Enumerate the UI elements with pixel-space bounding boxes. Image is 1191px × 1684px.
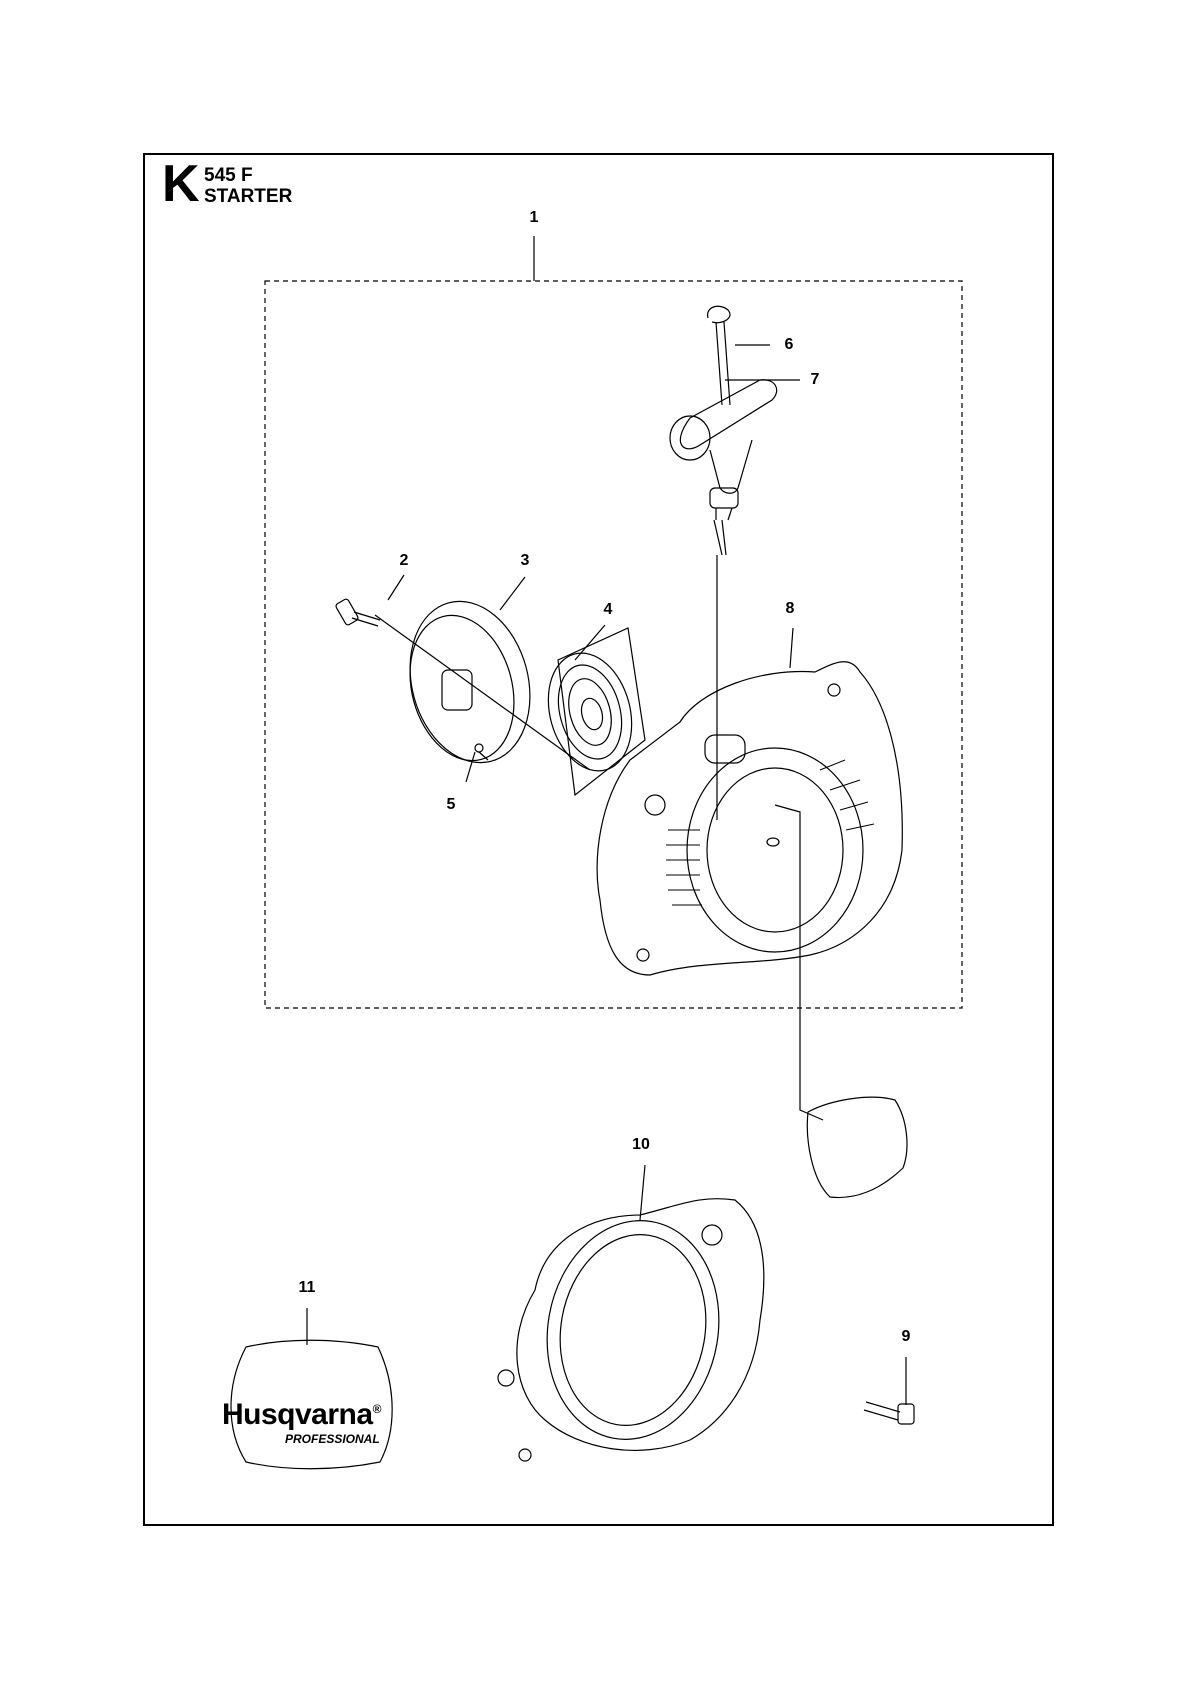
callout-3: 3: [520, 552, 530, 569]
callout-7: 7: [810, 371, 820, 388]
brand-name: Husqvarna: [222, 1398, 373, 1431]
inner-cover: [497, 1198, 765, 1462]
callout-6: 6: [784, 336, 794, 353]
callout-8: 8: [785, 600, 795, 617]
assembly-title: STARTER: [204, 186, 293, 207]
starter-handle: [669, 379, 778, 521]
assembly-group-box: [264, 280, 963, 1009]
callout-5: 5: [446, 796, 456, 813]
section-letter: K: [162, 155, 200, 213]
starter-rope: [707, 305, 731, 556]
spring-cassette: [547, 627, 646, 797]
bolt-part-9: [863, 1401, 915, 1425]
drawing-frame: [143, 153, 1054, 1526]
screw-part-2: [335, 598, 381, 627]
starter-housing: [596, 661, 903, 976]
callout-9: 9: [901, 1328, 911, 1345]
brand-decal: [230, 1339, 393, 1470]
brand-subtitle: PROFESSIONAL: [285, 1432, 380, 1446]
callout-11: 11: [298, 1279, 316, 1296]
pulley: [409, 600, 531, 764]
callout-1: 1: [529, 209, 539, 226]
husqvarna-logo: Husqvarna®: [222, 1398, 381, 1432]
callout-10: 10: [632, 1136, 650, 1153]
callout-2: 2: [399, 552, 409, 569]
brand-mark: ®: [372, 1402, 382, 1416]
model-number: 545 F: [204, 165, 253, 186]
screw-part-5: [474, 743, 489, 761]
housing-decal: [806, 1096, 908, 1199]
callout-4: 4: [603, 601, 613, 618]
